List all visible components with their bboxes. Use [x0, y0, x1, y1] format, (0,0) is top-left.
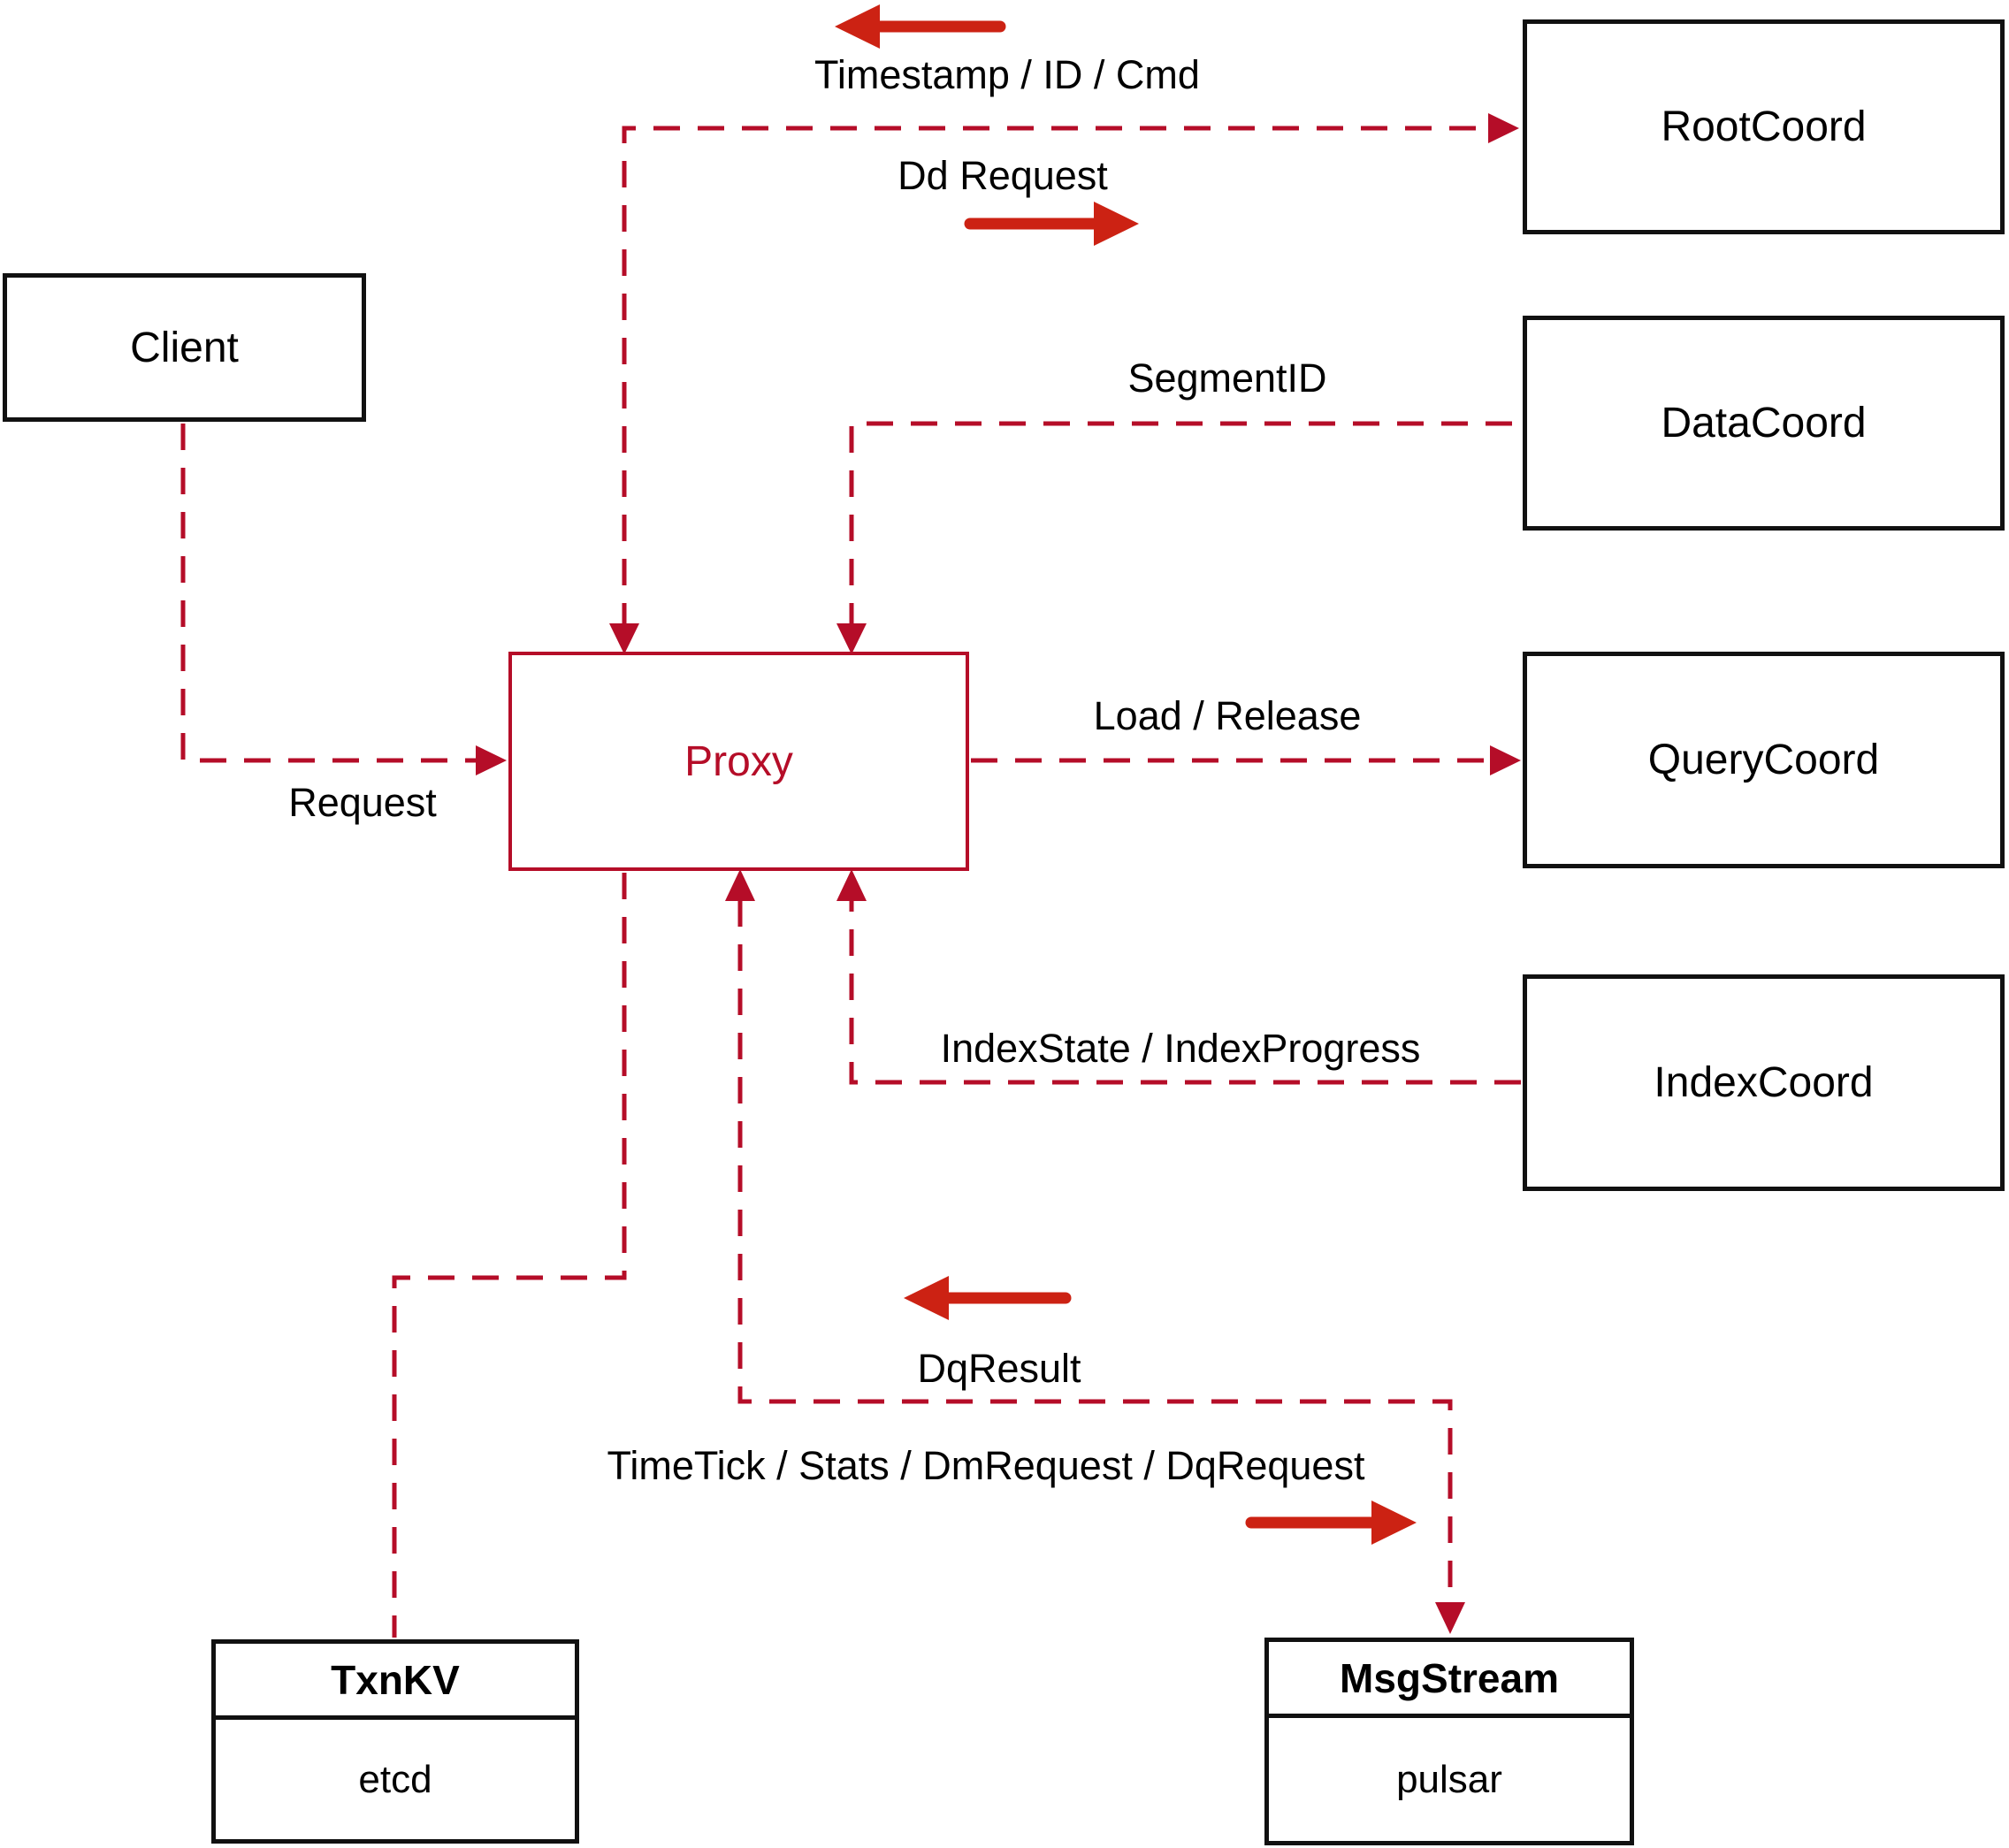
arrowhead-into-rootcoord-icon [1488, 113, 1519, 143]
node-txnkv: TxnKV etcd [211, 1639, 579, 1844]
label-dd-request: Dd Request [898, 153, 1108, 198]
label-timestamp-id-cmd: Timestamp / ID / Cmd [814, 52, 1200, 97]
direction-arrow-left-dq-result-icon [904, 1276, 1072, 1320]
label-dq-result: DqResult [917, 1346, 1081, 1391]
arrowhead-up-into-proxy-left-icon [725, 869, 755, 901]
node-indexcoord: IndexCoord [1523, 974, 2005, 1191]
edge-proxy-txnkv [392, 873, 627, 1638]
direction-arrow-right-timetick-icon [1245, 1501, 1417, 1545]
node-msgstream-impl: pulsar [1396, 1757, 1502, 1801]
node-indexcoord-label: IndexCoord [1654, 1059, 1874, 1106]
label-request: Request [288, 780, 437, 825]
node-proxy: Proxy [508, 652, 969, 871]
arrowhead-down-into-proxy-right-icon [836, 623, 867, 654]
arrowhead-into-querycoord-icon [1490, 745, 1521, 775]
node-txnkv-impl: etcd [358, 1757, 432, 1801]
node-datacoord: DataCoord [1523, 316, 2005, 531]
node-client-label: Client [130, 324, 239, 371]
direction-arrow-right-dd-request-icon [964, 202, 1139, 246]
edge-client-proxy [180, 424, 477, 763]
edge-proxy-msgstream [737, 900, 1453, 1602]
node-txnkv-title: TxnKV [216, 1644, 575, 1720]
direction-arrow-left-timestamp-icon [835, 4, 1006, 49]
node-proxy-label: Proxy [684, 737, 793, 785]
arrowhead-up-into-proxy-right-icon [836, 869, 867, 901]
node-msgstream-title: MsgStream [1269, 1642, 1630, 1718]
label-timetick-stats-dmrequest-dqrequest: TimeTick / Stats / DmRequest / DqRequest [607, 1443, 1365, 1488]
node-client: Client [3, 273, 366, 422]
edge-datacoord-proxy [849, 421, 1521, 630]
arrowhead-into-proxy-from-client-icon [476, 745, 507, 775]
label-load-release: Load / Release [1093, 693, 1362, 738]
node-querycoord-label: QueryCoord [1647, 737, 1880, 783]
label-index-state-progress: IndexState / IndexProgress [940, 1026, 1421, 1071]
arrowhead-down-into-proxy-left-icon [609, 623, 639, 654]
node-msgstream: MsgStream pulsar [1264, 1638, 1634, 1845]
label-segment-id: SegmentID [1127, 355, 1327, 401]
arrowhead-into-msgstream-icon [1435, 1602, 1465, 1634]
node-rootcoord: RootCoord [1523, 19, 2005, 234]
edge-indexcoord-proxy [849, 900, 1521, 1085]
node-querycoord: QueryCoord [1523, 652, 2005, 868]
node-datacoord-label: DataCoord [1661, 400, 1867, 447]
edge-proxy-rootcoord [622, 126, 1491, 630]
node-rootcoord-label: RootCoord [1661, 103, 1867, 150]
